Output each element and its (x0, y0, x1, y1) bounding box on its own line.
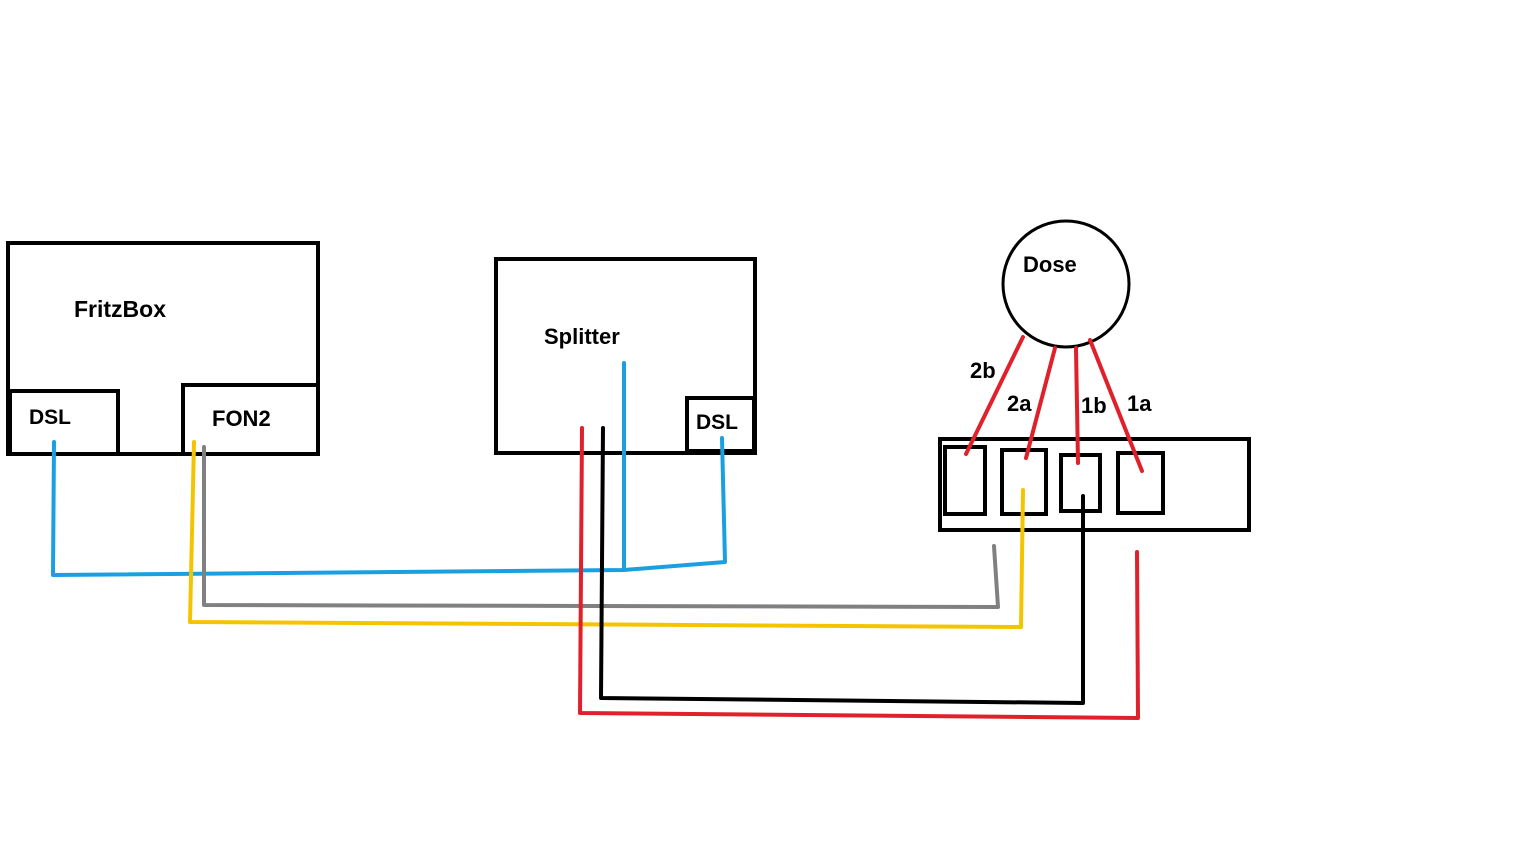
wires (51, 361, 1140, 720)
dose-title: Dose (1023, 252, 1077, 277)
terminal-2b (943, 445, 987, 516)
fritzbox: FritzBox DSL FON2 (6, 241, 320, 456)
fritzbox-fon2-port (181, 383, 320, 456)
wire-fon2-yellow (188, 440, 1025, 629)
lead-2b (964, 335, 1025, 456)
pin-label-1a: 1a (1127, 391, 1152, 416)
wire-splitter-black (599, 426, 1085, 705)
splitter-dsl-port-label: DSL (696, 411, 738, 434)
wire-dsl-splitter-port (622, 436, 727, 572)
lead-1a (1088, 338, 1144, 473)
dose-leads (964, 335, 1144, 473)
pin-label-1b: 1b (1081, 393, 1107, 418)
lead-2a (1024, 346, 1057, 460)
fritzbox-title: FritzBox (74, 296, 166, 322)
fritzbox-dsl-port-label: DSL (29, 406, 71, 429)
terminal-block (938, 437, 1251, 532)
terminal-1b (1059, 453, 1102, 513)
fritzbox-fon2-port-label: FON2 (212, 406, 271, 431)
wire-splitter-red (578, 426, 1140, 720)
pin-label-2b: 2b (970, 358, 996, 383)
terminal-1a (1116, 451, 1165, 515)
dose-circle (1001, 219, 1131, 349)
lead-1b (1074, 346, 1080, 465)
pin-label-2a: 2a (1007, 391, 1032, 416)
fritzbox-dsl-port (8, 389, 120, 456)
wire-dsl-fritzbox-to-splitter (51, 361, 626, 577)
fritzbox-box (6, 241, 320, 456)
splitter-title: Splitter (544, 324, 620, 349)
dose: Dose 2b 2a 1b 1a (938, 219, 1251, 532)
